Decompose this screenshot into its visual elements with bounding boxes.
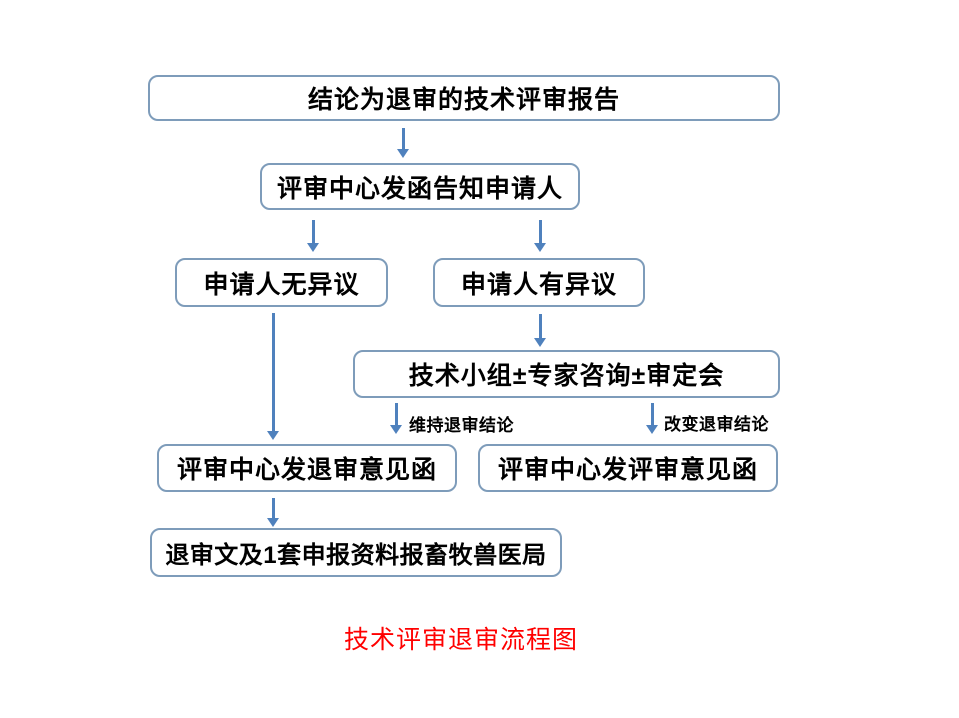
- flow-node-report-to-bureau: 退审文及1套申报资料报畜牧兽医局: [150, 528, 562, 577]
- arrow-head: [534, 338, 546, 347]
- arrow-head: [307, 243, 319, 252]
- flow-node-no-objection: 申请人无异议: [175, 258, 388, 307]
- flow-node-label: 技术小组±专家咨询±审定会: [408, 362, 725, 390]
- flow-node-rejection-letter: 评审中心发退审意见函: [157, 444, 457, 492]
- flow-node-has-objection: 申请人有异议: [433, 258, 645, 307]
- arrow-rejection-letter-to-bureau: [267, 498, 279, 527]
- arrow-head: [646, 425, 658, 434]
- arrow-report-to-notify: [397, 128, 409, 158]
- flow-node-notify-applicant: 评审中心发函告知申请人: [260, 163, 580, 210]
- flow-node-technical-group: 技术小组±专家咨询±审定会: [353, 350, 780, 398]
- arrow-notify-to-has-objection: [534, 220, 546, 252]
- arrow-shaft: [650, 403, 654, 425]
- arrow-maintain-conclusion: [390, 403, 402, 434]
- arrow-shaft: [394, 403, 398, 425]
- arrow-shaft: [401, 128, 405, 149]
- edge-label-change-conclusion: 改变退审结论: [664, 415, 769, 434]
- arrow-objection-to-technical-group: [534, 314, 546, 347]
- flow-node-label: 评审中心发评审意见函: [497, 456, 758, 484]
- arrow-change-conclusion: [646, 403, 658, 434]
- flow-node-label: 申请人无异议: [203, 270, 360, 299]
- arrow-notify-to-no-objection: [307, 220, 319, 252]
- flow-node-label: 评审中心发退审意见函: [176, 456, 437, 484]
- arrow-head: [267, 431, 279, 440]
- flow-node-label: 申请人有异议: [460, 270, 617, 299]
- flow-node-review-letter: 评审中心发评审意见函: [478, 444, 778, 492]
- page-title: 技术评审退审流程图: [344, 625, 579, 654]
- edge-label-maintain-conclusion: 维持退审结论: [409, 416, 514, 435]
- arrow-head: [390, 425, 402, 434]
- arrow-shaft: [271, 498, 275, 518]
- flow-node-label: 评审中心发函告知申请人: [276, 174, 563, 203]
- arrow-shaft: [538, 220, 542, 243]
- flow-node-rejection-report: 结论为退审的技术评审报告: [148, 75, 780, 121]
- arrow-shaft: [271, 313, 275, 431]
- arrow-shaft: [311, 220, 315, 243]
- arrow-no-objection-to-rejection-letter: [267, 313, 279, 440]
- arrow-head: [267, 518, 279, 527]
- flow-node-label: 退审文及1套申报资料报畜牧兽医局: [165, 542, 547, 569]
- arrow-shaft: [538, 314, 542, 338]
- arrow-head: [534, 243, 546, 252]
- arrow-head: [397, 149, 409, 158]
- flow-node-label: 结论为退审的技术评审报告: [307, 86, 620, 114]
